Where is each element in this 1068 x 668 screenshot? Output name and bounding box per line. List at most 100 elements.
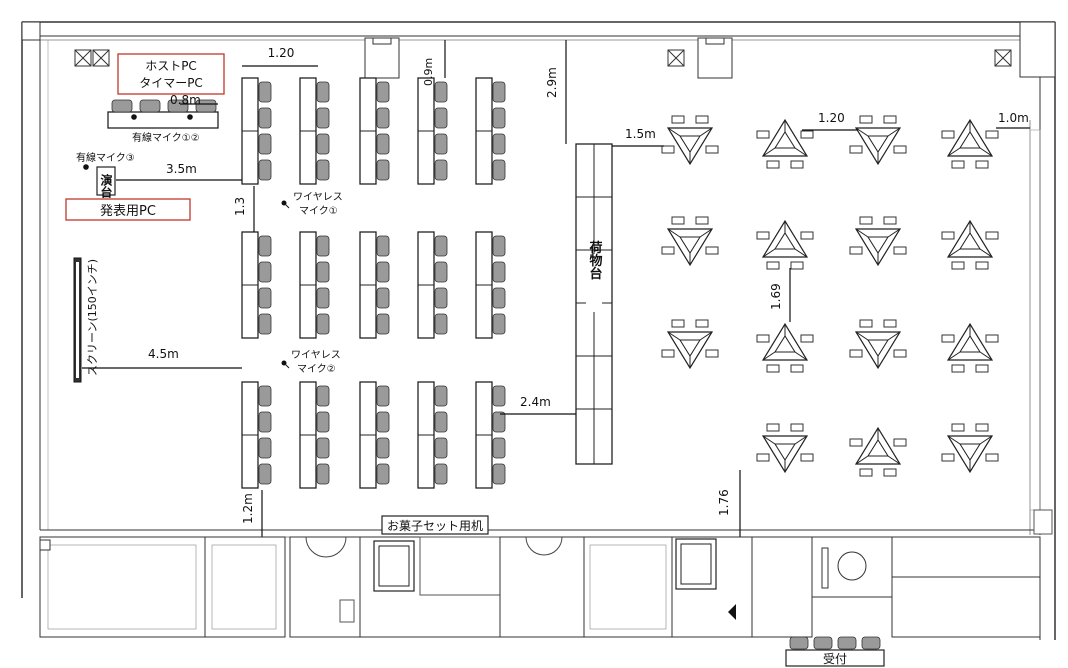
dimension-lines: 1.20 0.9m 0.8m 2.9m 1.5m 1.20 1.0m 3.5m … [82, 40, 1030, 540]
stairs-left [373, 540, 415, 592]
chair [883, 319, 897, 328]
chair [434, 235, 448, 257]
chair [434, 437, 448, 459]
chair [316, 313, 330, 335]
chair [695, 115, 709, 124]
triangle-table-group [941, 118, 999, 169]
chair [376, 235, 390, 257]
chair [985, 130, 999, 139]
chair [316, 385, 330, 407]
luggage-table-label: 荷物台 [587, 240, 604, 281]
presenter-pc-label: 発表用PC [100, 204, 156, 219]
chair [376, 81, 390, 103]
chair [316, 463, 330, 485]
chair [434, 261, 448, 283]
chair [258, 261, 272, 283]
chair [492, 437, 506, 459]
chair [705, 145, 719, 154]
chair [434, 133, 448, 155]
chair [258, 385, 272, 407]
stairs-right [675, 538, 717, 590]
chair [434, 385, 448, 407]
chair [975, 364, 989, 373]
chair [800, 130, 814, 139]
chair [790, 364, 804, 373]
wireless-mic-1-label-a: ワイヤレス [293, 192, 343, 203]
chair [258, 287, 272, 309]
dim-29m: 2.9m [545, 67, 559, 98]
mic-icon [83, 164, 89, 170]
chair [756, 334, 770, 343]
chair [316, 159, 330, 181]
dim-08m: 0.8m [170, 93, 201, 107]
wired-mic-12-label: 有線マイク①② [132, 131, 200, 144]
chair [849, 438, 863, 447]
chair [951, 261, 965, 270]
host-pc-label: ホストPC [145, 59, 197, 73]
chair [492, 133, 506, 155]
triangle-table-group [756, 118, 814, 169]
chair [985, 334, 999, 343]
dim-12m: 1.2m [241, 493, 255, 524]
chair [671, 115, 685, 124]
chair [492, 107, 506, 129]
chair [258, 107, 272, 129]
chair [492, 235, 506, 257]
dim-09m: 0.9m [422, 58, 435, 86]
dim-35m: 3.5m [166, 162, 197, 176]
chair [258, 159, 272, 181]
chair [985, 453, 999, 462]
timer-pc-label: タイマーPC [139, 76, 203, 90]
triangle-table-group [941, 423, 999, 474]
chair [800, 453, 814, 462]
chair [941, 453, 955, 462]
chair [661, 246, 675, 255]
triangle-table-group [756, 423, 814, 474]
triangle-table-group [756, 322, 814, 373]
chair [434, 287, 448, 309]
chair [376, 411, 390, 433]
chair [800, 334, 814, 343]
chair [941, 231, 955, 240]
table-groups [661, 115, 999, 477]
reception-table [785, 649, 885, 667]
chair [376, 463, 390, 485]
chair [893, 246, 907, 255]
dim-120-right: 1.20 [818, 111, 845, 125]
chair [859, 319, 873, 328]
chair [756, 130, 770, 139]
triangle-table-group [941, 219, 999, 270]
dim-176: 1.76 [717, 489, 731, 516]
ceiling-fixtures [74, 37, 1053, 535]
chair [790, 423, 804, 432]
reception: 受付 [785, 636, 885, 667]
chair [316, 133, 330, 155]
chair [492, 313, 506, 335]
chair [258, 81, 272, 103]
chair [434, 411, 448, 433]
chair [316, 437, 330, 459]
chair [883, 468, 897, 477]
host-pc-area: ホストPC タイマーPC 有線マイク①② [107, 53, 225, 144]
chair [893, 349, 907, 358]
chair [951, 423, 965, 432]
chair [883, 115, 897, 124]
chair [258, 437, 272, 459]
triangle-table-group [849, 426, 907, 477]
chair [376, 159, 390, 181]
chair [492, 411, 506, 433]
snack-table-label: お菓子セット用机 [387, 519, 483, 533]
chair [376, 287, 390, 309]
chair [492, 287, 506, 309]
chair [975, 160, 989, 169]
presenter-pc-box [65, 198, 191, 221]
chair [941, 130, 955, 139]
chair [975, 423, 989, 432]
chair [492, 463, 506, 485]
podium-label: 演台 [99, 173, 113, 199]
wireless-mic-2-label-b: マイク② [297, 363, 336, 375]
chair [766, 364, 780, 373]
chair [258, 133, 272, 155]
triangle-table-group [661, 115, 719, 166]
